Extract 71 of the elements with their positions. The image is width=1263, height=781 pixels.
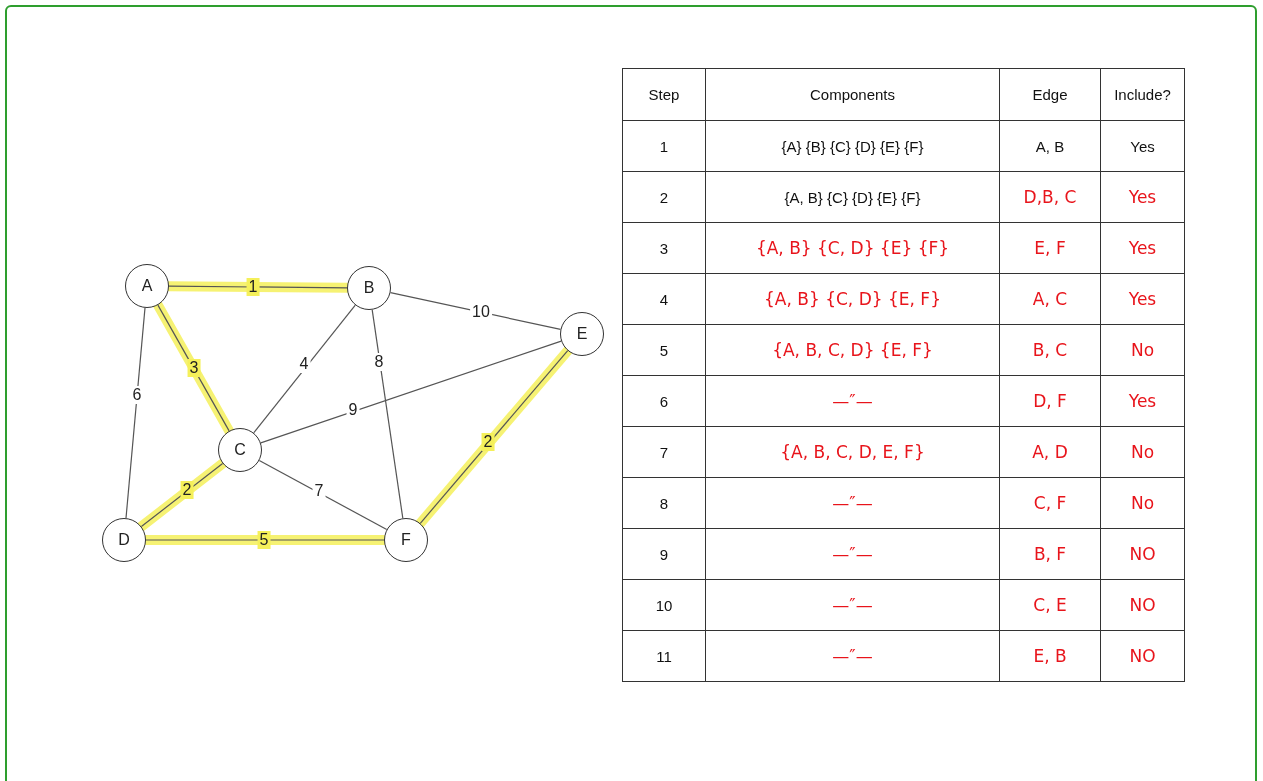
table-cell: —″— xyxy=(705,630,1000,682)
table-cell: {A, B} {C, D} {E, F} xyxy=(705,273,1000,325)
table-cell: 8 xyxy=(622,477,706,529)
table-cell: C, E xyxy=(999,579,1101,631)
table-cell: D,B, C xyxy=(999,171,1101,223)
edge-label: 3 xyxy=(187,359,201,377)
table-cell: NO xyxy=(1100,630,1185,682)
header-cell: Step xyxy=(622,68,706,121)
table-cell: A, D xyxy=(999,426,1101,478)
edge-label: 8 xyxy=(372,353,386,371)
node-circle: D xyxy=(102,518,146,562)
edge-label: 6 xyxy=(130,386,144,404)
table-cell: 5 xyxy=(622,324,706,376)
table-cell: No xyxy=(1100,426,1185,478)
table-cell: {A, B} {C} {D} {E} {F} xyxy=(705,171,1000,223)
table-cell: Yes xyxy=(1100,375,1185,427)
table-cell: B, C xyxy=(999,324,1101,376)
table-cell: Yes xyxy=(1100,273,1185,325)
edge-label: 2 xyxy=(180,481,194,499)
table-cell: A, B xyxy=(999,120,1101,172)
table-cell: {A} {B} {C} {D} {E} {F} xyxy=(705,120,1000,172)
table-cell: 2 xyxy=(622,171,706,223)
header-cell: Components xyxy=(705,68,1000,121)
edge-line xyxy=(125,307,146,519)
table-cell: D, F xyxy=(999,375,1101,427)
table-cell: —″— xyxy=(705,375,1000,427)
table-cell: Yes xyxy=(1100,171,1185,223)
table-cell: C, F xyxy=(999,477,1101,529)
edge-line xyxy=(371,309,404,519)
edge-label: 7 xyxy=(312,482,326,500)
highlighted-edge xyxy=(136,458,228,532)
node-circle: A xyxy=(125,264,169,308)
table-cell: 6 xyxy=(622,375,706,427)
table-cell: NO xyxy=(1100,579,1185,631)
node-circle: C xyxy=(218,428,262,472)
node-circle: F xyxy=(384,518,428,562)
table-cell: 11 xyxy=(622,630,706,682)
table-cell: 1 xyxy=(622,120,706,172)
edge-label: 1 xyxy=(246,278,260,296)
edge-label: 4 xyxy=(297,355,311,373)
table-cell: {A, B, C, D, E, F} xyxy=(705,426,1000,478)
edge-line xyxy=(260,340,562,444)
table-cell: {A, B, C, D} {E, F} xyxy=(705,324,1000,376)
table-cell: 10 xyxy=(622,579,706,631)
table-cell: No xyxy=(1100,477,1185,529)
table-cell: A, C xyxy=(999,273,1101,325)
table-cell: Yes xyxy=(1100,120,1185,172)
table-cell: B, F xyxy=(999,528,1101,580)
table-cell: 3 xyxy=(622,222,706,274)
edge-label: 5 xyxy=(257,531,271,549)
table-cell: —″— xyxy=(705,528,1000,580)
table-cell: —″— xyxy=(705,477,1000,529)
edge-line xyxy=(253,304,356,434)
table-cell: 9 xyxy=(622,528,706,580)
table-cell: —″— xyxy=(705,579,1000,631)
header-cell: Edge xyxy=(999,68,1101,121)
table-cell: E, F xyxy=(999,222,1101,274)
header-cell: Include? xyxy=(1100,68,1185,121)
table-cell: NO xyxy=(1100,528,1185,580)
table-cell: 4 xyxy=(622,273,706,325)
edge-label: 2 xyxy=(481,433,495,451)
node-circle: E xyxy=(560,312,604,356)
table-cell: E, B xyxy=(999,630,1101,682)
table-cell: No xyxy=(1100,324,1185,376)
edge-line xyxy=(389,292,562,330)
table-cell: 7 xyxy=(622,426,706,478)
table-cell: {A, B} {C, D} {E} {F} xyxy=(705,222,1000,274)
highlighted-edge xyxy=(415,345,573,529)
table-cell: Yes xyxy=(1100,222,1185,274)
edge-line xyxy=(258,459,388,531)
node-circle: B xyxy=(347,266,391,310)
